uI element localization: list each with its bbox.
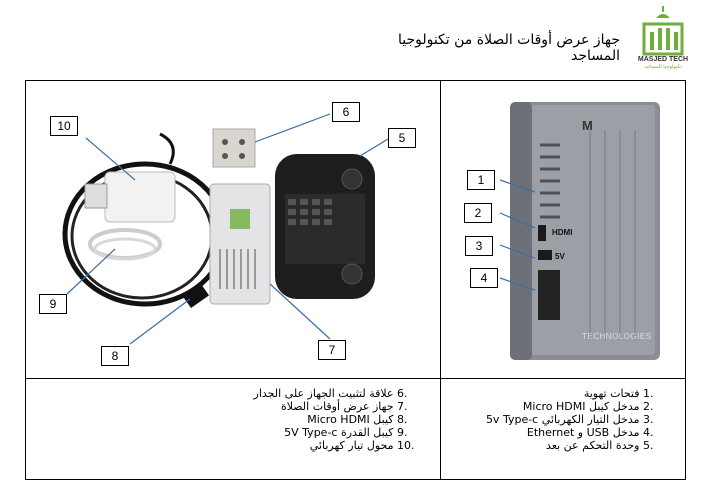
list-item: 5. وحدة التحكم عن بعد xyxy=(546,439,654,452)
list-item: 1. فتحات تهوية xyxy=(583,387,654,400)
callout-1: 1 xyxy=(467,170,495,190)
logo-text: MASJED TECH xyxy=(637,56,689,63)
list-item: 10. محول تيار كهربائي xyxy=(309,439,415,452)
list-item: 6. علاقة لتثبيت الجهاز على الجدار xyxy=(253,387,408,400)
list-item: 9. كيبل القدرة 5V Type-c xyxy=(284,426,408,439)
list-item: 8. كيبل Micro HDMI xyxy=(307,413,408,426)
kit-photo xyxy=(62,113,389,345)
hdmi-connector xyxy=(182,283,210,309)
list-item: 4. مدخل USB و Ethernet xyxy=(526,426,654,439)
device-footer-text: TECHNOLOGIES xyxy=(582,332,652,341)
list-item: 2. مدخل كيبل Micro HDMI xyxy=(522,400,654,413)
callout-6: 6 xyxy=(332,102,360,122)
callout-8: 8 xyxy=(101,346,129,366)
hdmi-port-label: HDMI xyxy=(552,228,573,237)
logo-subtext: تكنولوجيا المساجد xyxy=(644,64,682,70)
callout-2: 2 xyxy=(464,203,492,223)
device-brand-mark: M xyxy=(582,118,593,133)
callout-10: 10 xyxy=(50,116,78,136)
list-item: 7. جهاز عرض أوقات الصلاة xyxy=(280,400,408,413)
page-title: جهاز عرض أوقات الصلاة من تكنولوجيا المسا… xyxy=(397,32,620,64)
callout-9: 9 xyxy=(39,294,67,314)
wall-mount xyxy=(212,128,256,168)
callout-7: 7 xyxy=(318,340,346,360)
list-item: 3. مدخل التيار الكهربائي 5v Type-c xyxy=(485,413,654,426)
left-component-list: 6. علاقة لتثبيت الجهاز على الجدار 7. جها… xyxy=(253,387,415,452)
callout-3: 3 xyxy=(465,236,493,256)
right-list-cell xyxy=(440,378,686,480)
right-component-list: 1. فتحات تهوية 2. مدخل كيبل Micro HDMI 3… xyxy=(466,387,661,452)
callout-4: 4 xyxy=(470,268,498,288)
callout-5: 5 xyxy=(388,128,416,148)
power-adapter xyxy=(104,171,176,223)
power-port-label: 5V xyxy=(555,252,565,261)
masjed-tech-logo xyxy=(642,6,684,56)
device-side-photo xyxy=(510,102,660,360)
